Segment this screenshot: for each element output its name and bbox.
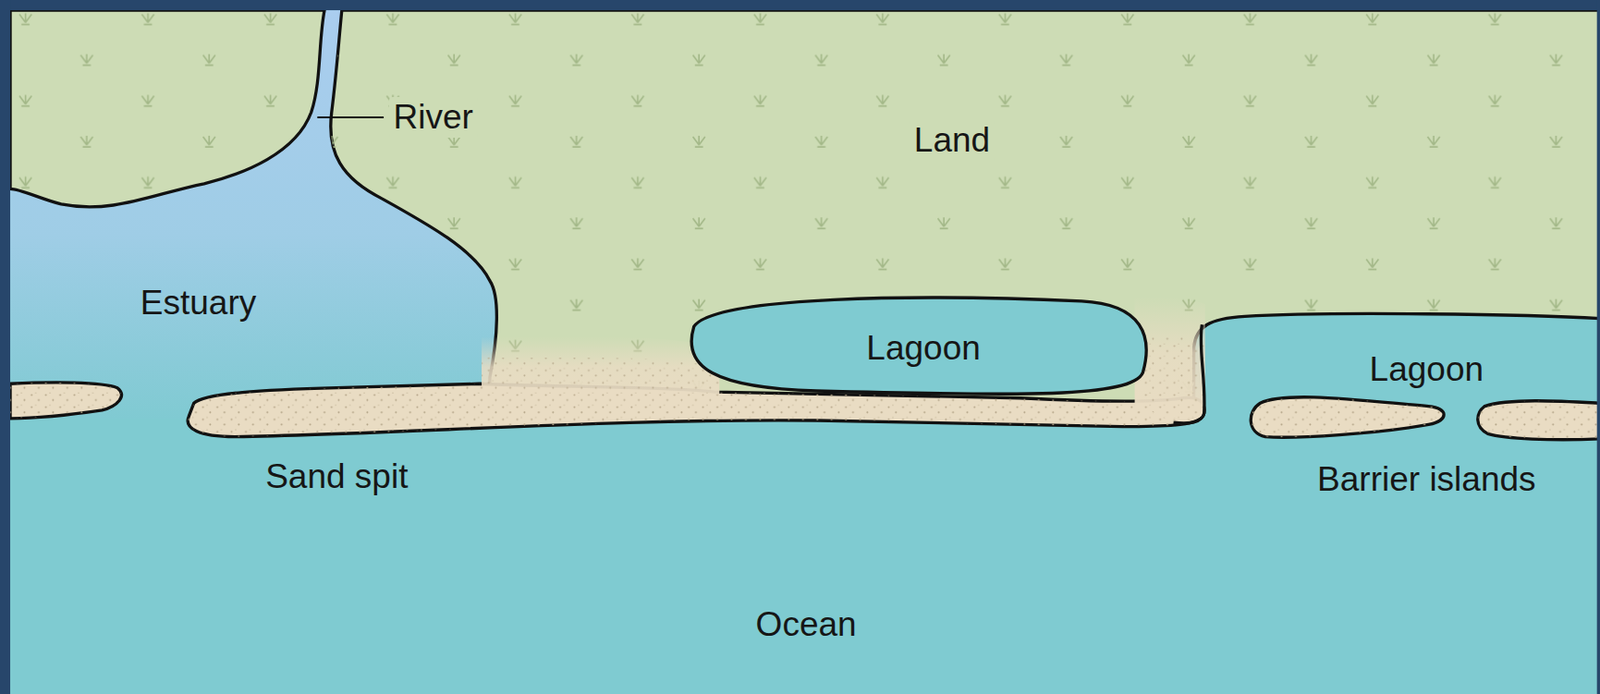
sand-texture bbox=[1140, 336, 1204, 420]
grass-texture bbox=[10, 10, 325, 208]
region-label: Sand spit bbox=[260, 456, 413, 499]
sand-texture bbox=[10, 382, 122, 419]
region-label: River bbox=[389, 97, 478, 139]
frame-border bbox=[0, 0, 11, 694]
region-label: Barrier islands bbox=[1312, 459, 1540, 501]
leader-line bbox=[317, 116, 384, 119]
barrier-island bbox=[1477, 401, 1600, 440]
region-label: Ocean bbox=[751, 604, 862, 647]
frame-border bbox=[1597, 0, 1600, 694]
frame-border bbox=[0, 0, 1600, 11]
region-label: Lagoon bbox=[1365, 349, 1489, 391]
sand-texture bbox=[1477, 401, 1600, 440]
region-label: Lagoon bbox=[861, 328, 985, 370]
barrier-island bbox=[1250, 397, 1444, 438]
sand-spit-shape bbox=[10, 382, 122, 419]
sand-texture bbox=[481, 357, 720, 405]
lagoon-water bbox=[691, 297, 1147, 394]
land-area bbox=[330, 10, 1600, 409]
region-label: Estuary bbox=[135, 282, 261, 325]
shoreline bbox=[1173, 324, 1205, 424]
land-area bbox=[10, 10, 325, 208]
sand-texture bbox=[1250, 397, 1444, 438]
grass-texture bbox=[330, 10, 1600, 409]
beach-sand bbox=[481, 336, 720, 404]
region-label: Land bbox=[909, 120, 995, 162]
